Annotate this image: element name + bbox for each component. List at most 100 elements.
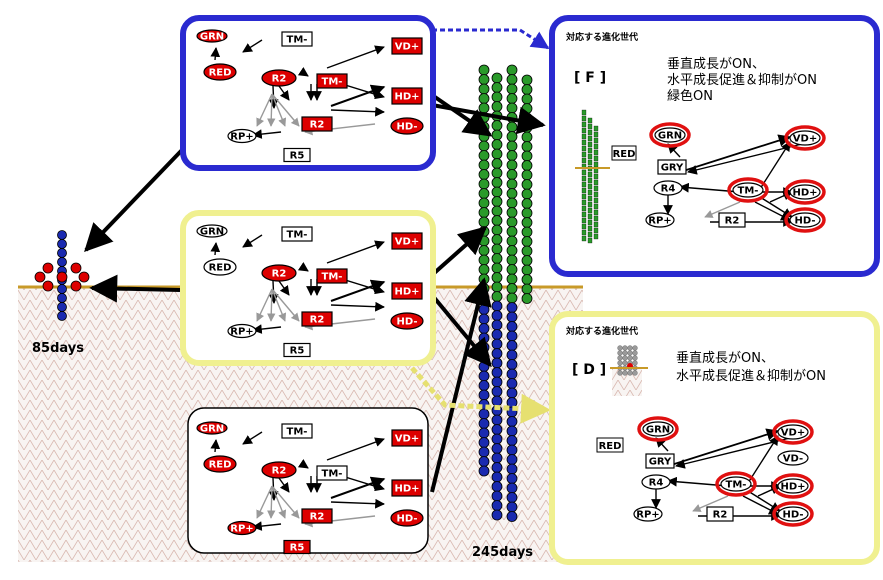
plant-cell (478, 418, 490, 429)
plant-cell (506, 93, 518, 104)
node-hd-plus-label: HD+ (394, 287, 419, 298)
rnode-gry (657, 159, 687, 175)
plant-cell (587, 171, 593, 178)
plant-cell (491, 82, 503, 93)
plant-cell (506, 131, 518, 142)
plant-cell (587, 207, 593, 214)
plant-cell (587, 129, 593, 136)
plant-cell (506, 102, 518, 114)
plant-cell (506, 64, 518, 76)
node-tm-top-label: TM- (287, 230, 308, 241)
node-r2 (261, 461, 297, 479)
edge-arrow (252, 324, 282, 334)
plant-cell (57, 293, 67, 303)
plant-cell (506, 501, 518, 513)
plant-cell (506, 454, 518, 465)
plant-cell (491, 215, 503, 226)
plant-cell (478, 245, 490, 256)
plant-cell (491, 120, 503, 131)
plant-cell (593, 203, 599, 210)
plant-cell (581, 139, 587, 146)
edge-arrow (278, 477, 290, 493)
edge-arrow (742, 495, 779, 515)
plant-cell (491, 177, 503, 188)
panel-f-desc-1: 垂直成長がON、 (667, 57, 765, 72)
plant-cell (478, 207, 490, 218)
edge-arrow (747, 435, 779, 484)
plant-cell (70, 280, 82, 292)
highlight-ring (784, 207, 826, 233)
edge-arrow (271, 288, 287, 322)
plant-cell (587, 177, 593, 184)
rnode-gry (645, 453, 675, 469)
node-grn-label: GRN (200, 424, 224, 435)
plant-cell (521, 103, 533, 114)
plant-cell (70, 262, 82, 274)
plant-cell (491, 101, 503, 112)
plant-cell (506, 245, 518, 256)
node-r2-label: R2 (272, 74, 287, 85)
highlight-ring (772, 501, 814, 527)
rnode-vd-label: VD+ (793, 134, 817, 145)
plant-cell (491, 376, 503, 388)
plant-cell (587, 237, 593, 244)
node-tm (316, 465, 348, 481)
plant-cell (587, 219, 593, 226)
plant-cell (478, 465, 490, 477)
plant-cell (506, 150, 518, 161)
rnode-hd-minus-label: HD- (794, 216, 815, 227)
plant-cell (506, 216, 518, 228)
plant-cell (521, 169, 533, 181)
plant-cell (491, 91, 503, 103)
highlight-ring (727, 177, 769, 203)
edge-arrow (271, 93, 287, 127)
node-red-label: RED (209, 68, 232, 79)
plant-cell (521, 188, 533, 200)
plant-cell (478, 150, 490, 161)
plant-cell (521, 198, 533, 209)
plant-cell (506, 254, 518, 266)
rnode-grn (654, 127, 686, 143)
edge-arrow (256, 288, 273, 322)
plant-cell (478, 380, 490, 391)
plant-cell (581, 127, 587, 134)
plant-cell (593, 161, 599, 168)
node-rp (227, 520, 257, 536)
plant-cell (478, 64, 490, 76)
plant-cell (587, 117, 593, 124)
rnode-r2-label: R2 (725, 216, 740, 227)
plant-cell (506, 273, 518, 285)
edge-arrow (692, 495, 729, 512)
plant-cell (491, 367, 503, 378)
rnode-grn-label: GRN (658, 131, 682, 142)
plant-cell (506, 321, 518, 332)
plant-cell (78, 271, 90, 283)
node-tm-top-label: TM- (287, 35, 308, 46)
node-hd-plus-label: HD+ (394, 484, 419, 495)
node-r2-box (301, 116, 333, 132)
node-r2-box-label: R2 (310, 315, 325, 326)
plant-cell (478, 427, 490, 439)
panel-d-plant (610, 345, 648, 396)
plant-cell (57, 257, 67, 267)
plant-cell (627, 355, 633, 361)
plant-cell (593, 149, 599, 156)
rnode-r2 (718, 212, 746, 228)
plant-cell (521, 179, 533, 190)
plant-cell (478, 197, 490, 209)
edge-arrow (330, 106, 385, 117)
plant-cell (622, 350, 628, 356)
edge-arrow (267, 288, 276, 322)
edge-arrow (757, 485, 781, 497)
plant-cell (478, 332, 490, 344)
plant-cell (617, 360, 623, 366)
node-r5-label: R5 (290, 151, 305, 162)
edge-arrow (252, 521, 282, 531)
plant-cell (593, 215, 599, 222)
node-vd-label: VD+ (395, 42, 419, 53)
node-vd (391, 232, 423, 250)
edge-arrow (242, 39, 263, 53)
plant-cell (506, 169, 518, 180)
panel-f-desc-2: 水平成長促進＆抑制がON (667, 73, 817, 88)
